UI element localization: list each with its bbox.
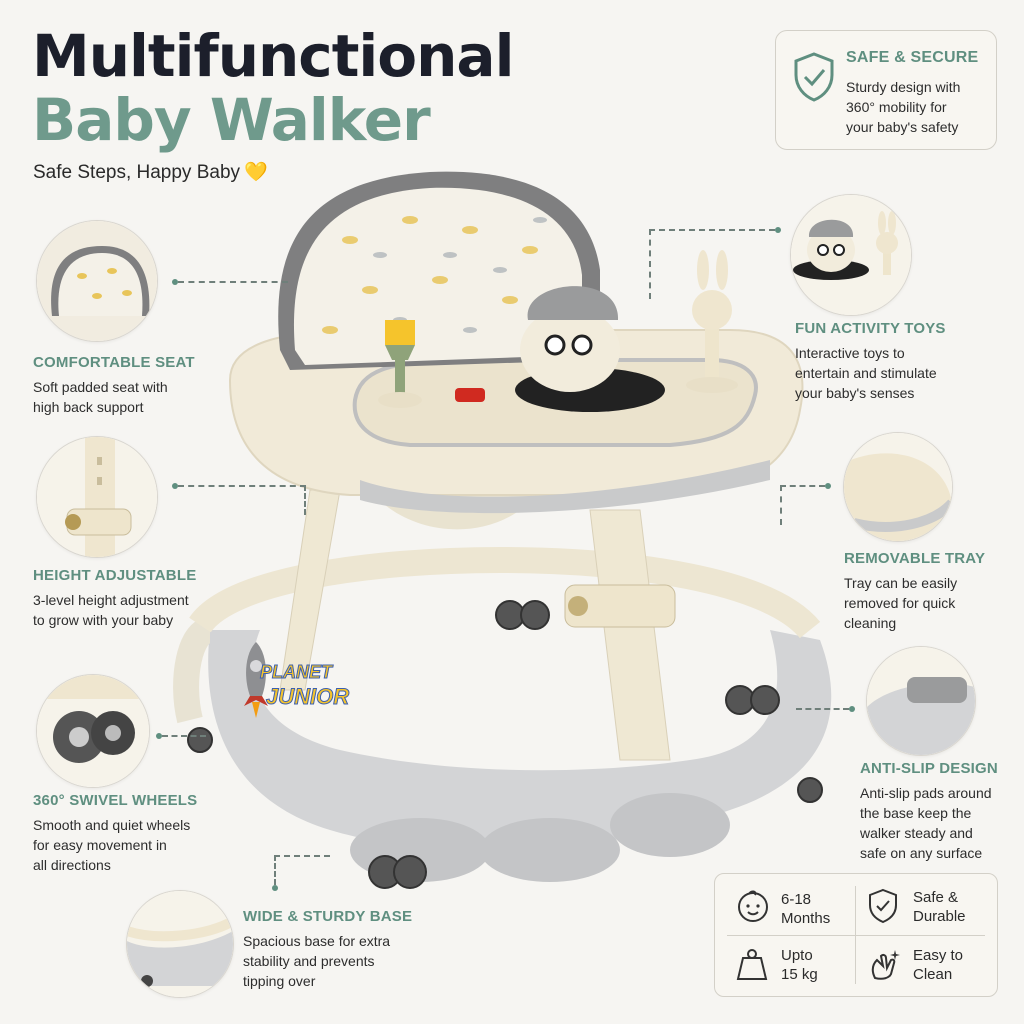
toys-thumbnail (790, 194, 912, 316)
heart-icon: 💛 (244, 162, 268, 183)
antislip-thumbnail (866, 646, 976, 756)
base-title: WIDE & STURDY BASE (243, 908, 413, 925)
seat-thumbnail (36, 220, 158, 342)
seat-title: COMFORTABLE SEAT (33, 354, 195, 371)
seat-desc-1: Soft padded seat with (33, 379, 168, 395)
safe-secure-line-3: your baby's safety (846, 119, 959, 135)
tagline-text: Safe Steps, Happy Baby (33, 162, 241, 183)
wheels-thumbnail (36, 674, 150, 788)
tray-connector-line-v (780, 485, 782, 525)
weight-icon (736, 949, 768, 980)
antislip-title: ANTI-SLIP DESIGN (860, 760, 998, 777)
antislip-connector-line (796, 708, 849, 710)
base-connector-dot (272, 885, 278, 891)
wheels-desc-3: all directions (33, 857, 111, 873)
safe-secure-line-1: Sturdy design with (846, 79, 961, 95)
feature-removable-tray: REMOVABLE TRAY Tray can be easily remove… (844, 550, 985, 633)
rocket-icon (244, 642, 268, 718)
safe-secure-line-2: 360° mobility for (846, 99, 947, 115)
safe-secure-box: SAFE & SECURE Sturdy design with 360° mo… (775, 30, 997, 150)
wheels-connector-dot (156, 733, 162, 739)
base-desc-2: stability and prevents (243, 953, 375, 969)
toys-desc-2: entertain and stimulate (795, 365, 937, 381)
feature-height-adjustable: HEIGHT ADJUSTABLE 3-level height adjustm… (33, 567, 196, 630)
seat-connector-line (178, 281, 288, 283)
spec-age-line-2: Months (781, 910, 831, 927)
height-desc-2: to grow with your baby (33, 612, 174, 628)
baby-walker-image (173, 171, 832, 889)
antislip-desc-2: the base keep the (860, 805, 972, 821)
tray-connector-line (780, 485, 825, 487)
feature-comfortable-seat: COMFORTABLE SEAT Soft padded seat with h… (33, 354, 195, 417)
toys-title: FUN ACTIVITY TOYS (795, 320, 946, 337)
title-line-1: Multifunctional (32, 22, 514, 90)
spec-clean-line-1: Easy to (913, 947, 964, 964)
title-line-2: Baby Walker (32, 86, 431, 154)
brand-logo-line-1: PLANET (260, 662, 333, 683)
feature-sturdy-base: WIDE & STURDY BASE Spacious base for ext… (243, 908, 412, 991)
base-thumbnail (126, 890, 234, 998)
tagline: Safe Steps, Happy Baby💛 (33, 160, 268, 184)
toys-desc-1: Interactive toys to (795, 345, 905, 361)
feature-anti-slip: ANTI-SLIP DESIGN Anti-slip pads around t… (860, 760, 998, 863)
tray-desc-3: cleaning (844, 615, 897, 631)
base-connector-line-v (274, 855, 276, 885)
brand-logo: PLANET JUNIOR (236, 640, 356, 730)
base-desc-3: tipping over (243, 973, 316, 989)
feature-swivel-wheels: 360° SWIVEL WHEELS Smooth and quiet whee… (33, 792, 197, 875)
toys-connector-dot (775, 227, 781, 233)
tray-thumbnail (843, 432, 953, 542)
antislip-desc-4: safe on any surface (860, 845, 983, 861)
sparkle-hand-icon (871, 950, 900, 980)
wheels-connector-line (162, 735, 206, 737)
tray-title: REMOVABLE TRAY (844, 550, 986, 567)
safe-secure-title: SAFE & SECURE (846, 49, 979, 66)
baby-face-icon (738, 890, 768, 922)
spec-durable-line-1: Safe & (913, 889, 959, 906)
height-connector-dot (172, 483, 178, 489)
tray-desc-2: removed for quick (844, 595, 956, 611)
spec-divider-h (727, 935, 985, 936)
antislip-desc-1: Anti-slip pads around (860, 785, 992, 801)
tray-connector-dot (825, 483, 831, 489)
base-connector-line (274, 855, 330, 857)
brand-logo-line-2: JUNIOR (265, 684, 350, 710)
seat-connector-dot (172, 279, 178, 285)
toys-desc-3: your baby's senses (795, 385, 915, 401)
toys-connector-line-v (649, 229, 651, 299)
antislip-connector-dot (849, 706, 855, 712)
seat-desc-2: high back support (33, 399, 144, 415)
height-connector-line (178, 485, 306, 487)
height-title: HEIGHT ADJUSTABLE (33, 567, 197, 584)
height-desc-1: 3-level height adjustment (33, 592, 189, 608)
shield-check-icon (794, 52, 834, 102)
feature-activity-toys: FUN ACTIVITY TOYS Interactive toys to en… (795, 320, 946, 403)
height-connector-line-v (304, 485, 306, 515)
toys-connector-line (649, 229, 775, 231)
spec-age-line-1: 6-18 (781, 891, 812, 908)
wheels-desc-2: for easy movement in (33, 837, 167, 853)
spec-weight-line-2: 15 kg (781, 966, 818, 983)
spec-durable-line-2: Durable (913, 908, 966, 925)
spec-clean-line-2: Clean (913, 966, 953, 983)
antislip-desc-3: walker steady and (860, 825, 973, 841)
shield-check-small-icon (869, 888, 897, 924)
base-desc-1: Spacious base for extra (243, 933, 391, 949)
wheels-desc-1: Smooth and quiet wheels (33, 817, 191, 833)
spec-box: 6-18 Months Safe & Durable Upto 15 kg Ea… (714, 873, 998, 997)
height-thumbnail (36, 436, 158, 558)
tray-desc-1: Tray can be easily (844, 575, 958, 591)
wheels-title: 360° SWIVEL WHEELS (33, 792, 198, 809)
spec-weight-line-1: Upto (781, 947, 813, 964)
